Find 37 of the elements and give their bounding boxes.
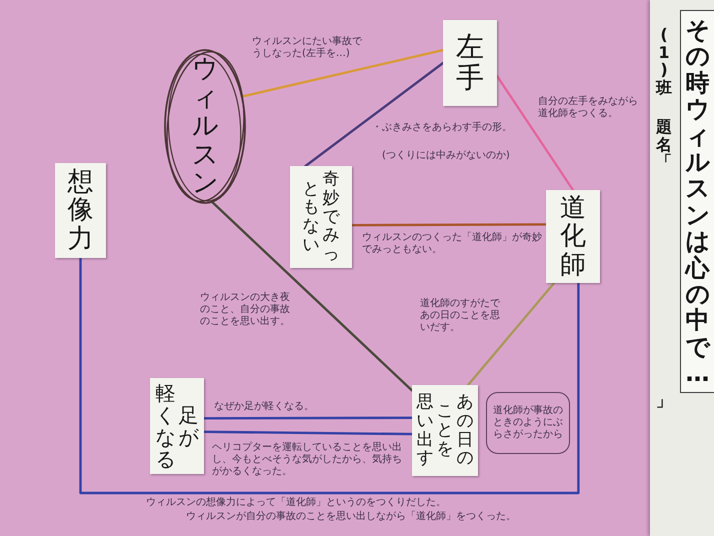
card-text: 道化師	[560, 194, 586, 280]
connector-line	[304, 62, 444, 168]
card-text: 足が軽くなる	[156, 382, 198, 470]
form-text: 題名「	[656, 118, 672, 171]
edge-label: 自分の左手をみながら道化師をつくる。	[538, 96, 639, 120]
edge-label: ウィルスンの大き夜のこと、自分の事故のことを思い出す。	[200, 292, 291, 328]
edge-label: ・ぶきみさをあらわす手の形。	[372, 122, 512, 134]
edge-label: ヘリコプターを運転していることを思い出し、今もとべそうな気がしたから、気持ちがかるくなった。	[212, 442, 403, 478]
paper-card	[412, 385, 478, 476]
note-text: (つくりには中みがないのか)	[382, 150, 510, 162]
paper-card	[290, 166, 352, 268]
connector-line	[466, 282, 556, 386]
edge-label: ウィルスンにたい事故でうしなった(左手を…)	[252, 36, 363, 60]
connector-line	[210, 200, 414, 392]
speech-bubble	[486, 392, 570, 454]
note-text: ウィルスンが自分の事故のことを思い出しながら「道化師」をつくった。	[186, 511, 516, 523]
connector-line	[350, 223, 548, 226]
paper-card	[546, 190, 600, 283]
bubble-text: 道化師が事故のときのようにぶらさがったから	[493, 405, 563, 441]
edge-label: ウィルスンのつくった「道化師」が奇妙でみっともない。	[362, 232, 543, 256]
connector-line	[202, 430, 414, 436]
form-text: (1)班	[656, 26, 672, 96]
card-text: 想像力	[68, 168, 94, 254]
edge-label: ウィルスンの想像力によって「道化師」というのをつくりだした。	[146, 497, 446, 509]
oval-label: ウィルスン	[192, 55, 218, 198]
edge-label: 道化師のすがたであの日のことを思いだす。	[420, 298, 501, 334]
card-text: 左手	[456, 32, 484, 94]
connector-line	[79, 256, 580, 494]
edge-label: なぜか足が軽くなる。	[214, 401, 314, 413]
connector-line	[240, 48, 444, 98]
paper-card	[443, 20, 497, 106]
paper-card	[55, 163, 106, 258]
paper-card	[150, 378, 204, 474]
connector-line	[496, 74, 574, 192]
connector-line	[202, 416, 414, 420]
poster-title: その時ウィルスンは心の中で…	[686, 17, 710, 386]
form-text: 」	[656, 392, 672, 410]
